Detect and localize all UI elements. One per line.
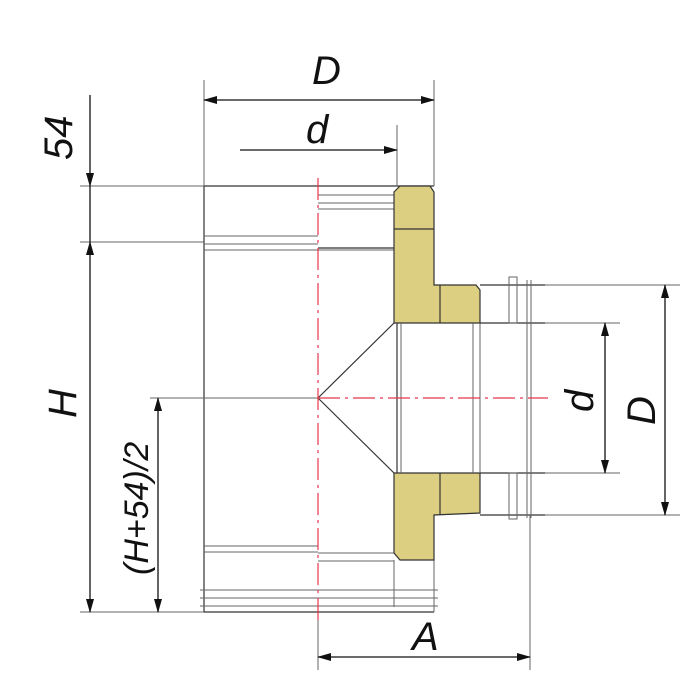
label-inner-diameter-top: d bbox=[306, 108, 330, 152]
label-branch-length: A bbox=[410, 615, 439, 659]
label-outer-diameter-branch: D bbox=[620, 396, 664, 425]
insulation bbox=[393, 185, 481, 561]
label-height: H bbox=[41, 389, 85, 418]
dimensions bbox=[80, 80, 680, 670]
label-branch-height: (H+54)/2 bbox=[118, 442, 156, 575]
cone bbox=[204, 322, 395, 474]
label-inner-diameter-branch: d bbox=[558, 388, 602, 412]
label-outer-diameter-top: D bbox=[312, 49, 341, 93]
label-top-offset: 54 bbox=[37, 116, 81, 161]
main-pipe bbox=[200, 80, 438, 613]
